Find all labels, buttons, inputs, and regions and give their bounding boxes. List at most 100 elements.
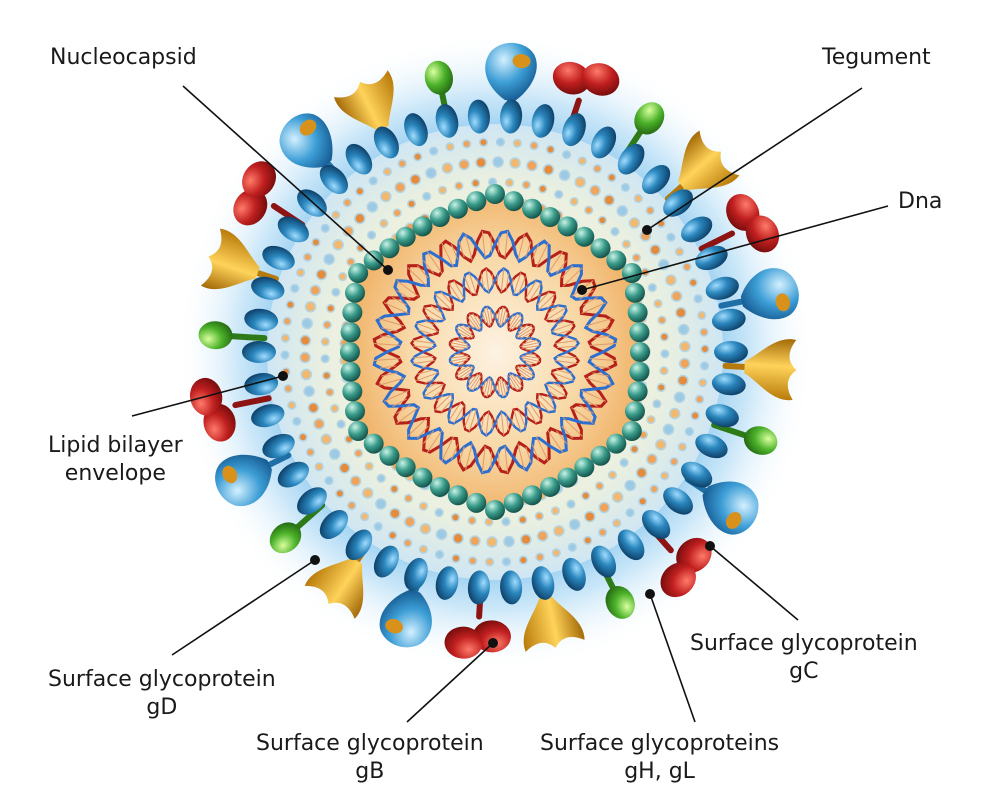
- dna-base-pair: [423, 260, 434, 274]
- dna-base-pair: [561, 425, 574, 439]
- glycoprotein-head: [472, 620, 511, 653]
- capsid-bead: [629, 361, 650, 382]
- envelope-bead: [319, 509, 349, 539]
- dna-base-pair: [462, 415, 465, 418]
- glycoprotein-head: [523, 595, 585, 652]
- envelope-bead: [262, 245, 295, 271]
- tegument-particle: [452, 555, 459, 562]
- label-glycoprotein-ghgl: Surface glycoproteins gH, gL: [540, 730, 779, 786]
- label-glycoprotein-gd: Surface glycoprotein gD: [48, 666, 276, 722]
- envelope-bead: [641, 165, 671, 195]
- envelope-bead: [641, 509, 671, 539]
- tegument-particle: [463, 140, 470, 147]
- tegument-particle: [633, 254, 640, 261]
- dna-base-pair: [537, 293, 541, 297]
- dna-base-pair: [373, 343, 401, 346]
- capsid-bead: [379, 445, 400, 466]
- tegument-particle: [304, 254, 311, 261]
- dna-base-pair: [416, 425, 429, 439]
- tegument-particle: [293, 418, 300, 425]
- tegument-particle: [355, 450, 362, 457]
- dna-base-pair: [430, 305, 443, 315]
- glycoprotein-red: [552, 61, 620, 136]
- tegument-particle: [661, 350, 668, 357]
- dna-base-pair: [507, 317, 510, 320]
- envelope-bead: [435, 566, 459, 600]
- dna-base-pair: [545, 383, 567, 397]
- dna-base-pair: [396, 280, 419, 297]
- dna-base-pair: [457, 367, 474, 380]
- tegument-particle: [455, 182, 462, 189]
- tegument-particle: [653, 400, 660, 407]
- dna-base-pair: [520, 365, 534, 373]
- tegument-particle: [356, 188, 363, 195]
- envelope-bead: [663, 487, 693, 515]
- tegument-particle: [661, 472, 668, 479]
- dna-base-pair: [468, 409, 477, 432]
- dna-base-pair: [440, 398, 454, 413]
- tegument-particle: [590, 186, 600, 195]
- envelope-bead: [531, 566, 555, 600]
- capsid-bead: [606, 250, 627, 271]
- dna-base-pair: [462, 370, 473, 380]
- dna-base-pair: [528, 402, 542, 421]
- dna-base-pair: [561, 265, 574, 279]
- dna-strand-blue: [372, 229, 618, 475]
- dna-base-pair: [582, 296, 598, 306]
- tegument-particle: [437, 530, 446, 539]
- glycoprotein-head: [552, 61, 591, 95]
- dna-base-pair: [450, 345, 469, 349]
- envelope-bead: [404, 113, 428, 147]
- dna-base-pair: [481, 231, 486, 258]
- dna-base-pair: [448, 402, 462, 421]
- dna-base-pair: [476, 379, 482, 389]
- tegument-particle: [368, 202, 377, 212]
- glycoprotein-cap: [385, 618, 403, 634]
- tegument-particle: [575, 177, 585, 187]
- tegument-particle: [325, 477, 332, 484]
- tegument-particle: [670, 409, 679, 418]
- tegument-particle: [676, 248, 683, 255]
- dna-base-pair: [453, 280, 465, 299]
- glycoprotein-head: [634, 102, 665, 135]
- dna-base-pair: [497, 380, 501, 396]
- tegument-particle: [485, 518, 492, 525]
- dot-gd: [310, 555, 320, 565]
- label-gb-line1: Surface glycoprotein: [256, 731, 484, 756]
- tegument-particle: [520, 557, 527, 564]
- dna-base-pair: [517, 365, 535, 377]
- dna-base-pair: [551, 322, 574, 332]
- tegument-particle: [569, 544, 576, 551]
- tegument-particle: [647, 455, 657, 464]
- dna-base-pair: [504, 231, 509, 258]
- dna-base-pair: [511, 278, 514, 286]
- capsid-bead: [606, 433, 627, 454]
- dna-base-pair: [497, 308, 501, 324]
- tegument-particle: [623, 241, 630, 248]
- tegument-particle: [660, 367, 667, 374]
- label-gc-line1: Surface glycoprotein: [690, 631, 918, 656]
- dna-base-pair: [480, 317, 483, 320]
- tegument-particle: [381, 192, 391, 201]
- dna-base-pair: [483, 307, 490, 327]
- dna-base-pair: [528, 283, 542, 302]
- tegument-particle: [696, 396, 703, 403]
- tegument-particle: [571, 198, 578, 205]
- tegument-particle: [654, 300, 661, 307]
- dna-base-pair: [589, 343, 617, 346]
- tegument-particle: [539, 185, 546, 192]
- dna-base-pair: [413, 345, 434, 349]
- pointer-ghgl: [649, 593, 696, 723]
- tegument-particle: [675, 393, 684, 402]
- dna-base-pair: [430, 389, 443, 399]
- tegument-particle: [447, 143, 454, 150]
- dna-base-pair: [585, 318, 612, 327]
- tegument-particle: [666, 275, 676, 285]
- dna-base-pair: [519, 325, 523, 329]
- tegument-particle: [322, 338, 329, 345]
- dna-base-pair: [441, 436, 454, 462]
- tegument-particle: [384, 168, 391, 175]
- tegument-particle: [671, 458, 678, 465]
- capsid-bead: [345, 282, 366, 303]
- dna-base-pair: [378, 318, 405, 327]
